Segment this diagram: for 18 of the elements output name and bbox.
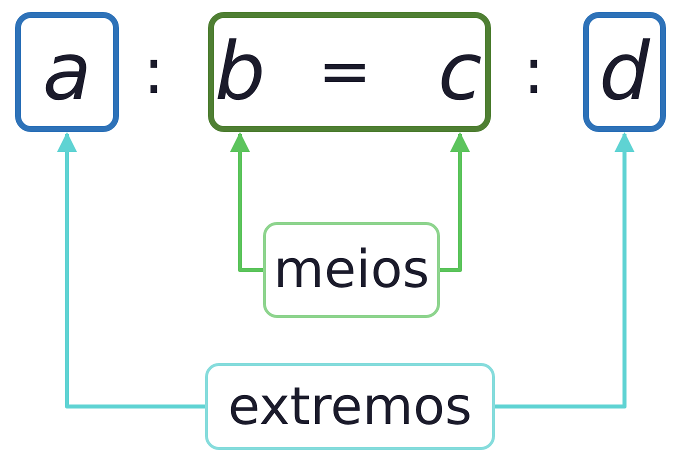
math-symbol: : xyxy=(143,40,165,104)
arrow xyxy=(57,132,205,408)
label-text: extremos xyxy=(228,380,472,432)
means-box xyxy=(208,12,491,132)
math-symbol: : xyxy=(523,40,545,104)
label-box xyxy=(205,363,495,450)
variable-letter: b xyxy=(214,32,266,112)
arrow xyxy=(230,132,263,272)
variable-box xyxy=(583,12,666,132)
variable-letter: d xyxy=(599,32,650,112)
variable-box xyxy=(15,12,119,132)
variable-letter: c xyxy=(438,32,482,112)
math-symbol: = xyxy=(318,40,372,104)
label-text: meios xyxy=(274,244,430,296)
arrow xyxy=(440,132,470,272)
label-box xyxy=(263,222,440,318)
arrow xyxy=(495,132,634,408)
variable-letter: a xyxy=(42,32,92,112)
